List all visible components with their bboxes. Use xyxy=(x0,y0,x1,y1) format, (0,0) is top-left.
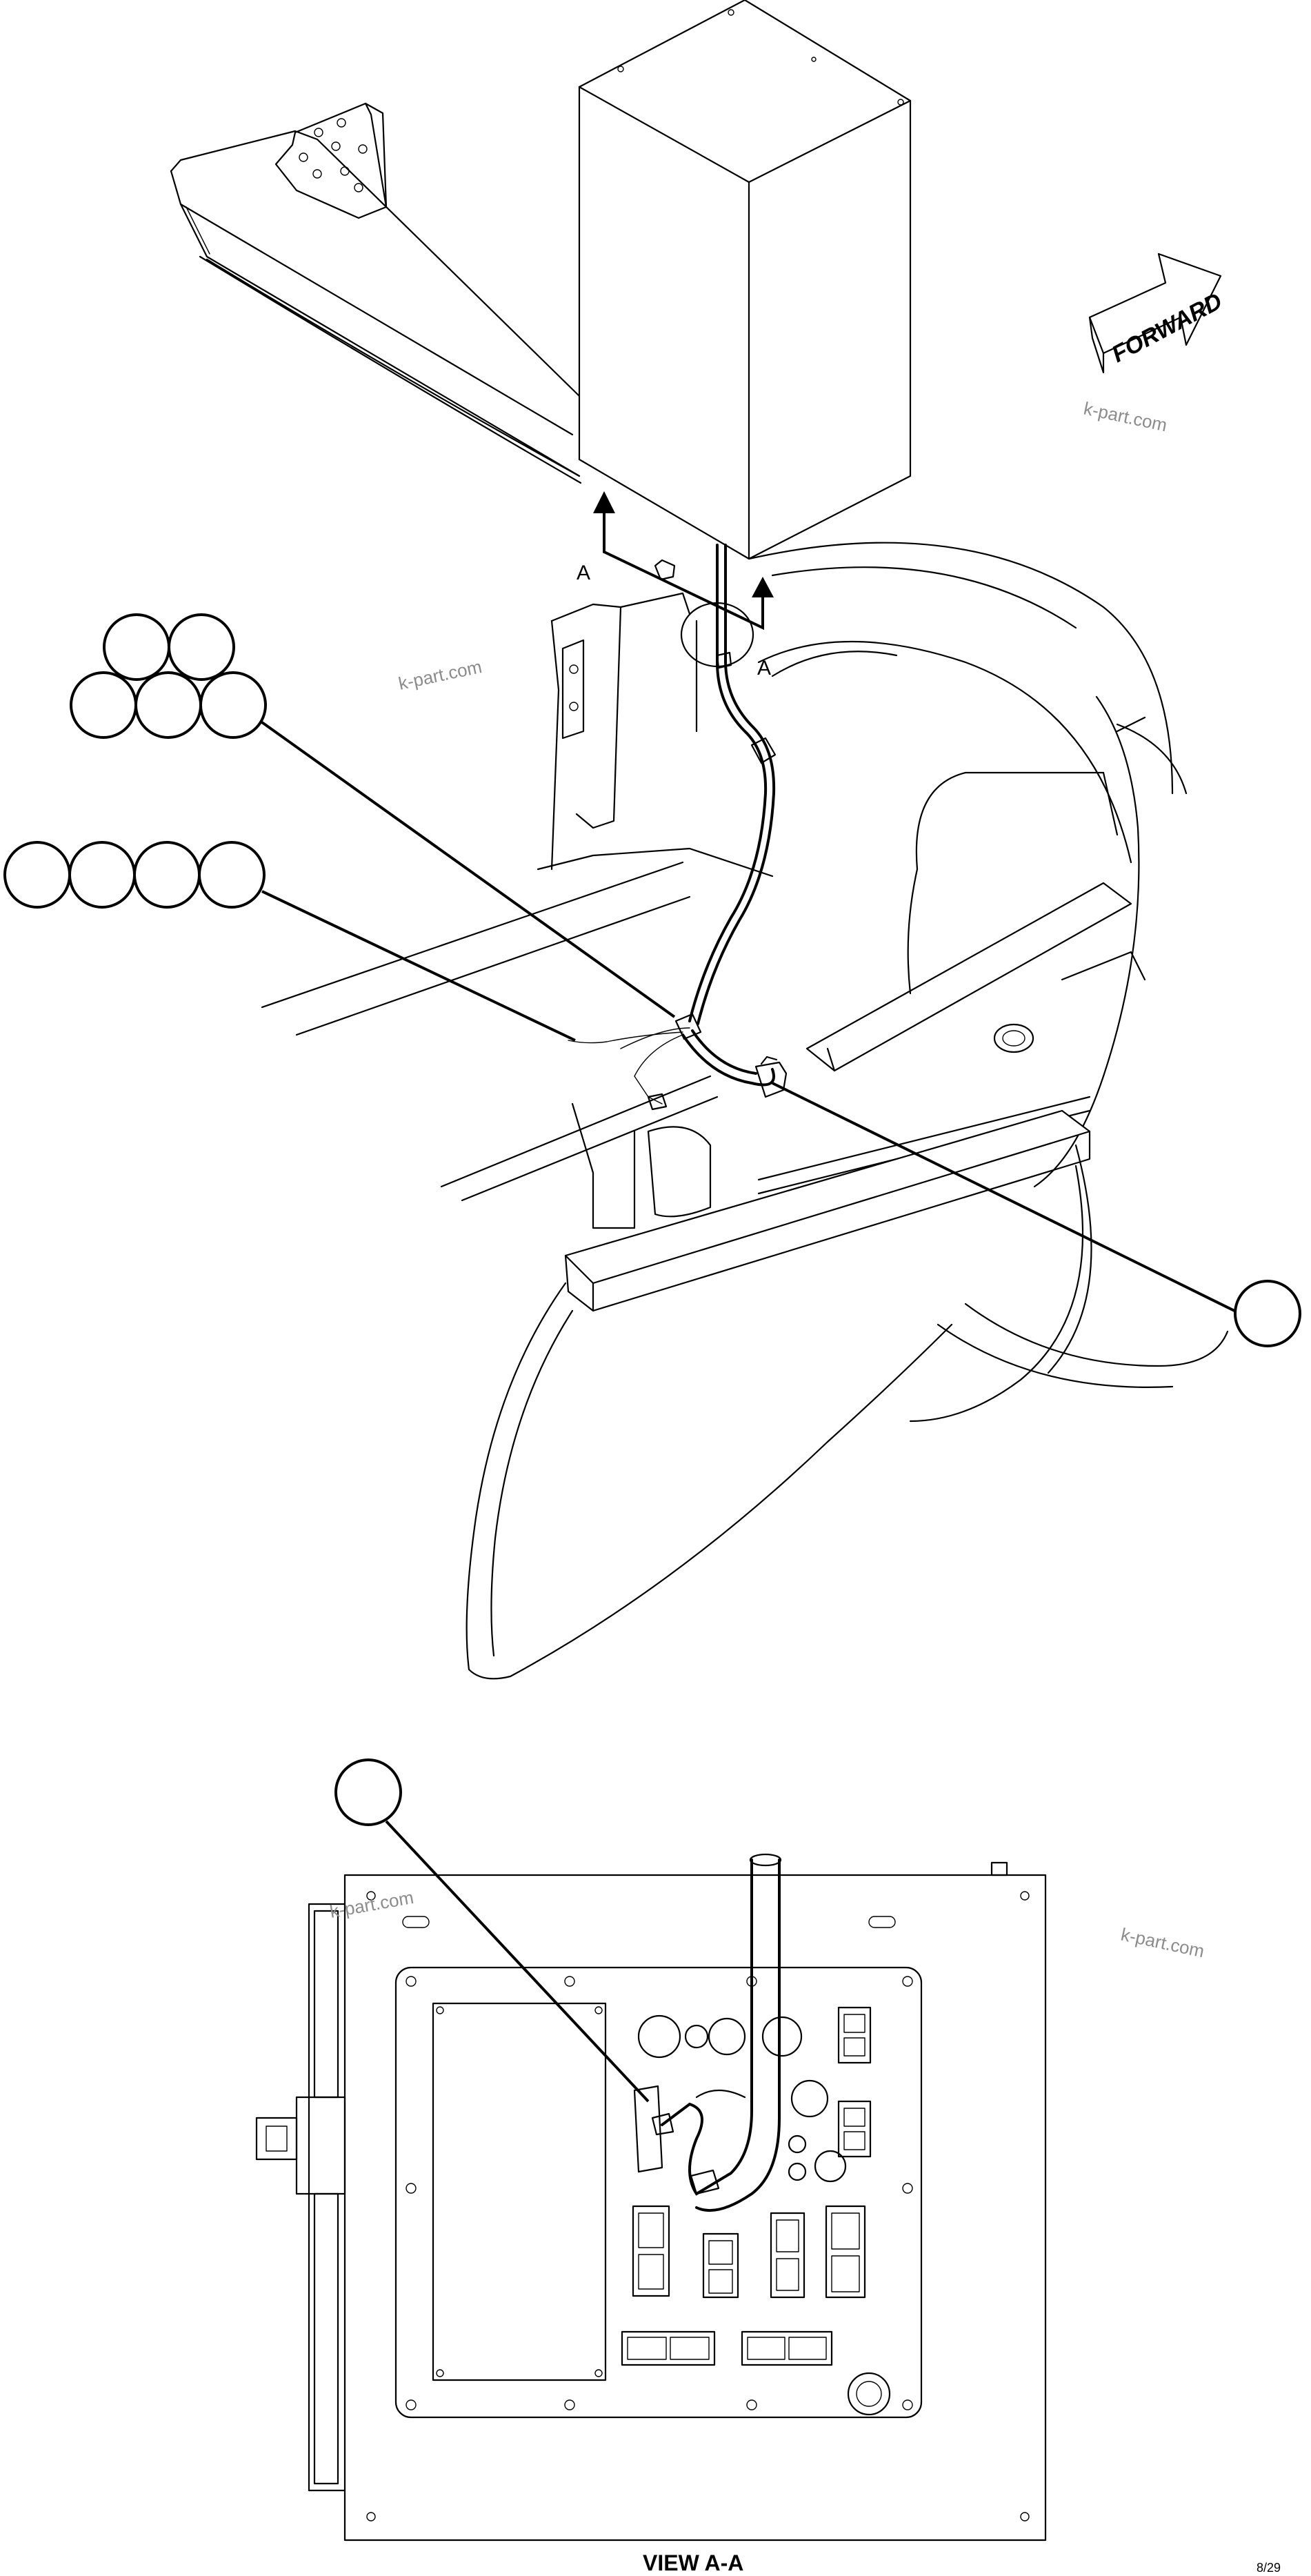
view-aa-panel xyxy=(255,1853,1047,2542)
section-cut-markers: A A xyxy=(577,491,774,680)
axle-arm xyxy=(805,882,1146,1072)
connector-block xyxy=(837,2006,872,2064)
watermark: k-part.com xyxy=(1082,398,1169,436)
callout-leaders xyxy=(254,716,1238,2103)
callout-bubble-view-aa[interactable] xyxy=(334,1758,402,1826)
callout-group-middle xyxy=(3,841,266,909)
fender-skirt xyxy=(466,1144,1092,1680)
callout-bubble[interactable] xyxy=(199,671,267,739)
bracket-structure xyxy=(261,559,1091,1229)
callout-bubble[interactable] xyxy=(1234,1280,1301,1347)
view-aa-label: VIEW A-A xyxy=(643,2550,743,2575)
connector-block xyxy=(825,2205,866,2299)
section-marker-right: A xyxy=(757,657,771,680)
machine-frame-rail xyxy=(170,130,582,484)
connector-block xyxy=(770,2212,805,2299)
callout-bubble[interactable] xyxy=(133,841,201,909)
section-marker-left: A xyxy=(577,562,590,584)
sheet-number: 8/29 xyxy=(1257,2561,1281,2575)
callout-bubble[interactable] xyxy=(68,841,136,909)
fender-and-tire xyxy=(748,542,1229,1388)
connector-block xyxy=(741,2330,833,2366)
connector-block xyxy=(621,2330,716,2366)
watermark: k-part.com xyxy=(397,656,483,694)
callout-bubble[interactable] xyxy=(103,613,170,681)
forward-arrow-icon xyxy=(1088,252,1222,355)
connector-block xyxy=(702,2232,739,2299)
electrical-control-box xyxy=(578,0,912,560)
lower-beam xyxy=(564,1109,1091,1312)
wiring-harness xyxy=(568,544,788,1111)
callout-bubble[interactable] xyxy=(134,671,202,739)
mounting-plate xyxy=(274,102,388,219)
callout-bubble[interactable] xyxy=(168,613,235,681)
connector-block xyxy=(837,2100,872,2158)
callout-group-top xyxy=(70,613,267,739)
callout-bubble[interactable] xyxy=(70,671,137,739)
callout-bubble[interactable] xyxy=(3,841,71,909)
callout-group-right xyxy=(1234,1280,1301,1347)
forward-arrow: FORWARD xyxy=(1088,252,1226,374)
callout-bubble[interactable] xyxy=(198,841,266,909)
watermark: k-part.com xyxy=(1119,1924,1206,1962)
connector-block xyxy=(632,2205,670,2297)
